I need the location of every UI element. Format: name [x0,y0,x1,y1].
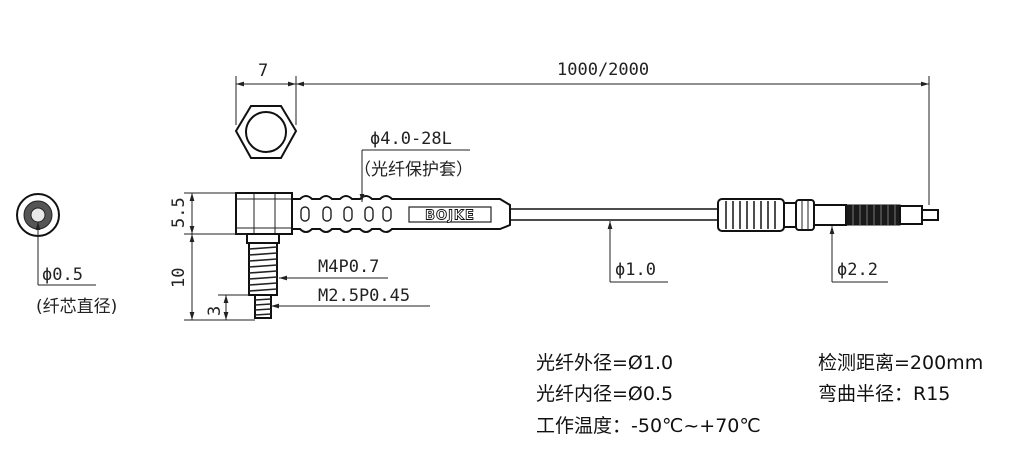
sensor-head-body [235,192,293,235]
thread-m4-label: M4P0.7 [318,257,379,277]
sleeve-callout-lines [359,149,470,202]
ferrule [814,204,939,226]
body-height-label: 5.5 [169,197,189,228]
core-diameter-label: ϕ0.5 [42,265,83,285]
spec-inner-diameter: 光纤内径=Ø0.5 [536,383,673,405]
thread-callout-lines [271,275,430,309]
ferrule-diameter-label: ϕ2.2 [837,260,878,280]
knurled-nut [717,198,815,232]
spec-detection-distance: 检测距离=200mm [818,352,983,374]
m2-tip [254,294,272,319]
brand-logo: BOJKE [408,206,492,224]
fiber-diameter-label: ϕ1.0 [615,260,656,280]
m4-thread [246,233,280,296]
fiber-cable [510,208,718,221]
spec-bend-radius: 弯曲半径：R15 [818,383,950,405]
thread-m2-label: M2.5P0.45 [318,286,410,306]
spec-temperature: 工作温度：-50℃~+70℃ [536,415,761,437]
fiber-diameter-callout [607,221,668,283]
sleeve-diameter-label: ϕ4.0-28L [370,129,452,149]
protective-sleeve [291,195,511,233]
cable-length-label: 1000/2000 [557,60,649,80]
tip-length-dimension [218,294,249,320]
hex-width-label: 7 [258,61,268,81]
sleeve-note-label: （光纤保护套） [354,160,473,180]
hex-nut-top-view [234,105,298,159]
ferrule-diameter-callout [829,226,888,283]
cable-length-dimension [296,76,930,205]
body-height-dimension [184,192,247,235]
thread-length-dimension [184,234,255,321]
core-note-label: (纤芯直径) [36,297,117,317]
spec-outer-diameter: 光纤外径=Ø1.0 [536,352,673,374]
thread-length-label: 10 [169,268,189,288]
brand-label: BOJKE [425,209,475,224]
core-end-view [16,193,96,286]
tip-length-label: 3 [205,306,225,316]
